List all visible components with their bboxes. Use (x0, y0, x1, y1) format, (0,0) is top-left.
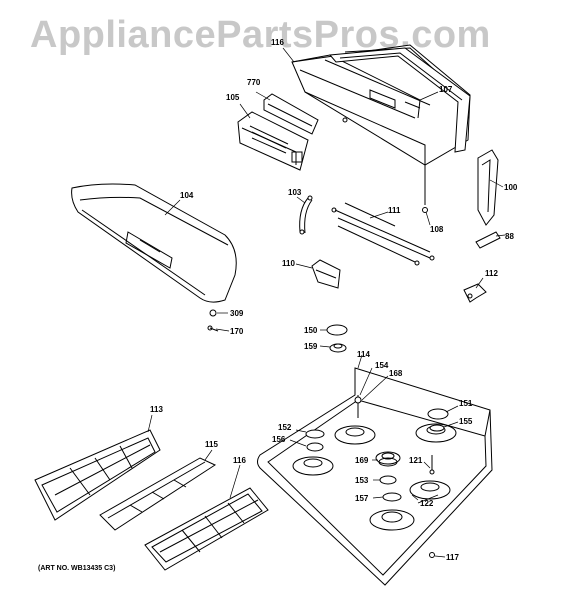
part-label-153: 153 (355, 476, 369, 485)
burner-head-156 (306, 442, 324, 452)
part-label-151: 151 (459, 399, 473, 408)
part-label-157: 157 (355, 494, 369, 503)
screw-117 (429, 552, 435, 558)
part-label-152: 152 (278, 423, 292, 432)
cooktop (257, 367, 493, 586)
part-label-309: 309 (230, 309, 244, 318)
part-label-150: 150 (304, 326, 318, 335)
burner-cap-153 (379, 475, 397, 485)
part-label-155: 155 (459, 417, 473, 426)
part-label-116-grate: 116 (233, 456, 246, 465)
part-label-100: 100 (504, 183, 518, 192)
grate-right (144, 487, 269, 571)
part-label-169: 169 (355, 456, 369, 465)
part-label-159: 159 (304, 342, 318, 351)
part-88 (475, 231, 501, 249)
part-label-108: 108 (430, 225, 444, 234)
board-shield (263, 93, 319, 135)
backsplash-panel (291, 44, 471, 166)
part-label-117: 117 (446, 553, 459, 562)
part-label-156: 156 (272, 435, 286, 444)
screw-170 (207, 325, 219, 332)
part-label-114: 114 (357, 350, 370, 359)
burner-cap-152 (305, 429, 325, 439)
burner-cap-150 (326, 324, 348, 336)
part-label-111: 111 (388, 206, 401, 215)
burner-head-157 (382, 492, 402, 502)
leader-lines (147, 47, 506, 558)
part-label-770: 770 (247, 78, 261, 87)
part-label-104: 104 (180, 191, 194, 200)
burner-head-159 (329, 343, 347, 353)
grate-left (34, 429, 161, 521)
burner-cap-151 (427, 408, 449, 420)
screw-108 (422, 145, 428, 213)
grate-center (99, 457, 217, 531)
art-number: (ART NO. WB13435 C3) (38, 565, 116, 572)
part-label-103: 103 (288, 188, 302, 197)
wire-harness-103 (299, 195, 313, 235)
side-trim (477, 149, 499, 226)
part-label-112: 112 (485, 269, 498, 278)
wire-harness-111 (331, 202, 435, 266)
terminal-block (311, 259, 341, 289)
screw-309 (209, 309, 217, 317)
burner-rear-left (334, 425, 376, 445)
part-label-154: 154 (375, 361, 389, 370)
igniter-154-168 (354, 395, 362, 418)
part-label-115: 115 (205, 440, 218, 449)
burner-front-right (409, 480, 451, 500)
burner-head-155 (429, 424, 445, 432)
part-label-107: 107 (439, 85, 453, 94)
part-label-110: 110 (282, 259, 295, 268)
rear-bracket (328, 47, 471, 153)
part-112 (463, 283, 487, 303)
burner-front-left (292, 456, 334, 476)
part-label-122: 122 (420, 499, 434, 508)
part-label-168: 168 (389, 369, 403, 378)
control-board (237, 111, 309, 171)
part-label-105: 105 (226, 93, 240, 102)
burner-rear-right (415, 423, 457, 443)
burner-ring-169 (378, 457, 398, 467)
part-label-116: 116 (271, 38, 284, 47)
part-label-88: 88 (505, 232, 514, 241)
electrode-121 (429, 455, 435, 475)
part-label-170: 170 (230, 327, 244, 336)
part-label-121: 121 (409, 456, 423, 465)
burner-front-center (369, 509, 415, 531)
control-panel-trim (71, 183, 237, 303)
part-label-113: 113 (150, 405, 163, 414)
